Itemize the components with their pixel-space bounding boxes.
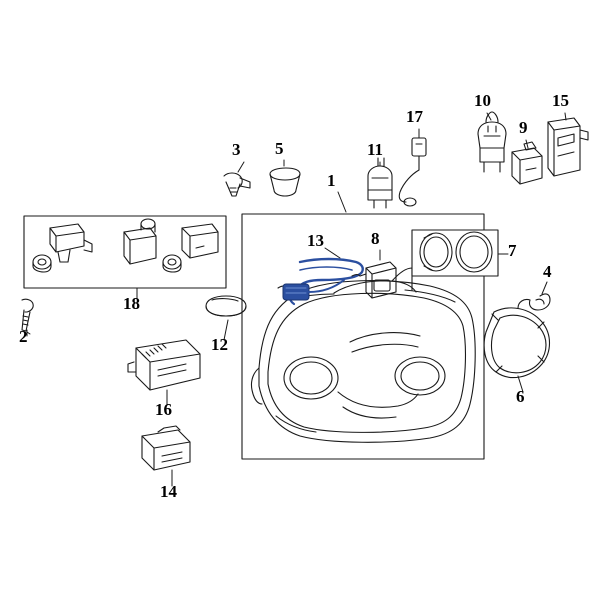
part-10-xenon-bulb <box>477 111 507 173</box>
callout-14: 14 <box>160 482 177 501</box>
part-4-wire-clip <box>517 293 551 311</box>
part-6-cover-gasket <box>483 307 551 379</box>
part-9-bulb-socket <box>511 141 543 185</box>
callout-7: 7 <box>508 241 517 260</box>
projector-lamps <box>283 332 446 419</box>
part-7-bulb-caps <box>411 229 499 277</box>
callout-11: 11 <box>367 140 384 159</box>
part-2-screw <box>21 298 34 332</box>
callout-16: 16 <box>155 400 172 419</box>
part-17-sensor-link <box>398 137 427 207</box>
part-14-relay <box>141 425 191 471</box>
part-8-igniter <box>351 261 397 299</box>
part-18-repair-kit-box <box>23 215 227 289</box>
leader-lines <box>26 112 567 487</box>
part-12-cover-cap <box>205 295 247 317</box>
callout-15: 15 <box>552 91 569 110</box>
part-3-screw <box>223 172 251 197</box>
callout-9: 9 <box>519 118 528 137</box>
callout-13: 13 <box>307 231 324 250</box>
callout-5: 5 <box>275 139 284 158</box>
callout-2: 2 <box>19 327 28 346</box>
callout-6: 6 <box>516 387 525 406</box>
callout-8: 8 <box>371 229 380 248</box>
callout-10: 10 <box>474 91 491 110</box>
part-16-ballast-unit <box>127 339 201 391</box>
part-5-rubber-plug <box>269 167 301 197</box>
callout-17: 17 <box>406 107 423 126</box>
part-11-halogen-bulb <box>367 157 393 209</box>
callout-18: 18 <box>123 294 140 313</box>
callout-4: 4 <box>543 262 552 281</box>
callout-12: 12 <box>211 335 228 354</box>
callout-1: 1 <box>327 171 336 190</box>
part-15-bracket <box>547 117 589 177</box>
part-13-spring-clip <box>282 257 364 306</box>
callout-3: 3 <box>232 140 241 159</box>
